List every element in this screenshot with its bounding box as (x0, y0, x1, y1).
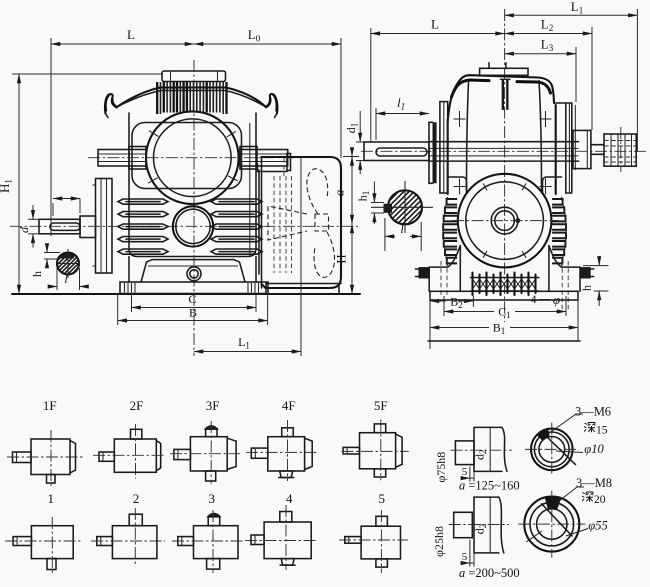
svg-text:h1: h1 (356, 191, 372, 202)
svg-text:d: d (17, 226, 31, 233)
svg-text:2F: 2F (130, 398, 144, 413)
svg-text:d2: d2 (473, 524, 489, 535)
svg-text:4: 4 (286, 491, 293, 506)
svg-text:φ55: φ55 (588, 519, 607, 533)
svg-text:L: L (127, 27, 135, 42)
svg-text:a =125~160: a =125~160 (459, 479, 520, 493)
svg-text:l: l (64, 272, 68, 286)
svg-text:5: 5 (462, 466, 468, 478)
svg-text:d1: d1 (344, 123, 360, 134)
svg-text:4F: 4F (282, 398, 296, 413)
svg-text:1: 1 (47, 491, 54, 506)
svg-text:h: h (30, 271, 44, 277)
svg-text:φ75h8: φ75h8 (434, 452, 448, 483)
svg-text:l: l (400, 222, 404, 236)
svg-text:1F: 1F (43, 398, 57, 413)
svg-text:φ: φ (553, 292, 560, 307)
svg-text:H1: H1 (0, 179, 14, 193)
svg-text:5F: 5F (374, 398, 388, 413)
svg-text:a: a (332, 189, 347, 196)
svg-text:20: 20 (594, 494, 606, 506)
svg-text:2: 2 (133, 491, 140, 506)
svg-text:h: h (580, 285, 594, 291)
svg-text:5: 5 (379, 491, 386, 506)
svg-text:φ25h8: φ25h8 (432, 526, 446, 557)
svg-text:C: C (188, 292, 196, 306)
svg-text:l1: l1 (397, 95, 405, 112)
svg-text:B: B (189, 306, 197, 320)
svg-text:3F: 3F (206, 398, 220, 413)
svg-text:3—M6: 3—M6 (575, 405, 611, 419)
svg-text:a =200~500: a =200~500 (459, 566, 520, 580)
svg-text:φ10: φ10 (584, 442, 604, 456)
svg-text:15: 15 (596, 425, 608, 437)
svg-text:3—M8: 3—M8 (576, 476, 612, 490)
svg-text:4: 4 (531, 292, 537, 306)
svg-text:L1: L1 (238, 335, 250, 351)
svg-text:L: L (431, 17, 439, 32)
svg-text:3: 3 (209, 491, 216, 506)
svg-text:d2: d2 (473, 449, 489, 460)
svg-text:5: 5 (462, 551, 468, 563)
svg-text:H: H (334, 254, 349, 263)
